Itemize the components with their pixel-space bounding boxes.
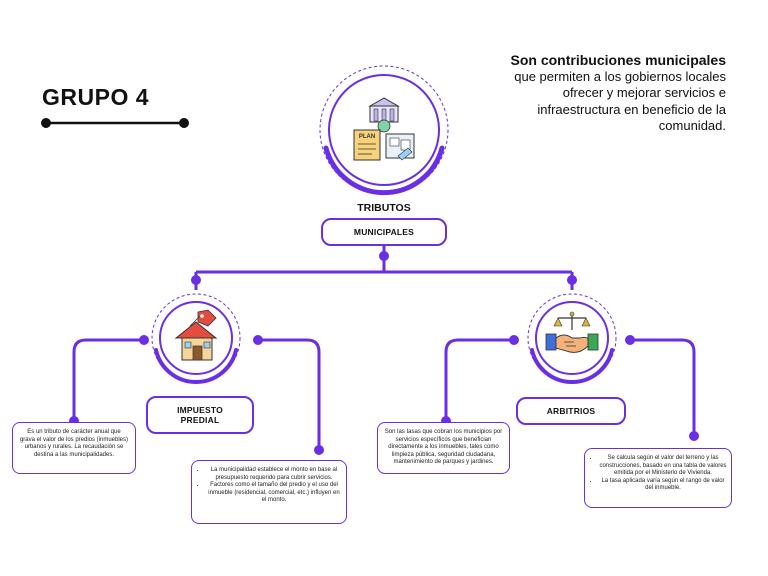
impuesto-desc-note: Es un tributo de carácter anual que grav… bbox=[12, 422, 136, 474]
branch-left-dot bbox=[191, 275, 201, 285]
impuesto-ring-dashed bbox=[151, 293, 241, 383]
impuesto-bullets-connector bbox=[258, 338, 321, 450]
arbitrios-ring-arc bbox=[530, 348, 614, 384]
impuesto-ring-arc bbox=[154, 348, 238, 384]
title-underline-dot-right bbox=[179, 118, 189, 128]
arbitrios-bullets-connector bbox=[630, 338, 696, 436]
root-title: TRIBUTOS bbox=[357, 202, 411, 214]
intro-lead: Son contribuciones municipales bbox=[510, 52, 726, 68]
municipal-plan-icon: PLAN bbox=[350, 96, 418, 166]
arbitrios-desc-connector bbox=[444, 338, 514, 420]
arbitrios-bullets-dot-top bbox=[625, 335, 635, 345]
impuesto-desc-dot-top bbox=[139, 335, 149, 345]
branch-right-dot bbox=[567, 275, 577, 285]
root-ring-arc bbox=[323, 145, 445, 196]
arbitrios-label: ARBITRIOS bbox=[546, 406, 596, 416]
arbitrios-desc-note: Son las tasas que cobran los municipios … bbox=[377, 422, 510, 474]
trunk-dot bbox=[379, 251, 389, 261]
arbitrios-bullets-dot-bottom bbox=[689, 431, 699, 441]
impuesto-label-line2: PREDIAL bbox=[180, 415, 220, 425]
arbitrios-desc-dot-top bbox=[509, 335, 519, 345]
arbitrios-bullet-1: Se calcula según el valor del terreno y … bbox=[599, 455, 727, 478]
plan-icon-text: PLAN bbox=[359, 134, 375, 140]
arbitrios-ring-dashed bbox=[527, 293, 617, 383]
house-icon bbox=[174, 308, 220, 364]
intro-text: Son contribuciones municipales que permi… bbox=[476, 52, 726, 135]
handshake-scales-icon bbox=[544, 308, 600, 364]
intro-line-3: ofrecer y mejorar servicios e bbox=[562, 85, 726, 100]
impuesto-bullets-dot-top bbox=[253, 335, 263, 345]
impuesto-desc-connector bbox=[72, 338, 144, 420]
impuesto-label-line1: IMPUESTO bbox=[177, 405, 223, 415]
impuesto-bullets-note: La municipalidad establece el monto en b… bbox=[191, 460, 347, 524]
impuesto-bullet-2: Factores como el tamaño del predio y el … bbox=[206, 482, 342, 505]
intro-line-4: infraestructura en beneficio de la bbox=[537, 101, 726, 117]
impuesto-bullets-dot-bottom bbox=[314, 445, 324, 455]
arbitrios-bullet-2: La tasa aplicada varía según el rango de… bbox=[599, 478, 727, 493]
title-underline-dot-left bbox=[41, 118, 51, 128]
root-subtitle: MUNICIPALES bbox=[353, 227, 415, 237]
intro-line-5: comunidad. bbox=[658, 118, 726, 133]
root-pill: MUNICIPALES bbox=[321, 218, 447, 246]
arbitrios-pill: ARBITRIOS bbox=[516, 397, 626, 425]
group-title: GRUPO 4 bbox=[42, 84, 150, 110]
impuesto-bullet-1: La municipalidad establece el monto en b… bbox=[206, 467, 342, 482]
intro-line-2: que permiten a los gobiernos locales bbox=[514, 68, 726, 84]
arbitrios-bullets-note: Se calcula según el valor del terreno y … bbox=[584, 448, 732, 508]
impuesto-desc-text: Es un tributo de carácter anual que grav… bbox=[19, 429, 129, 458]
arbitrios-desc-text: Son las tasas que cobran los municipios … bbox=[384, 429, 503, 466]
impuesto-pill: IMPUESTO PREDIAL bbox=[146, 396, 254, 434]
